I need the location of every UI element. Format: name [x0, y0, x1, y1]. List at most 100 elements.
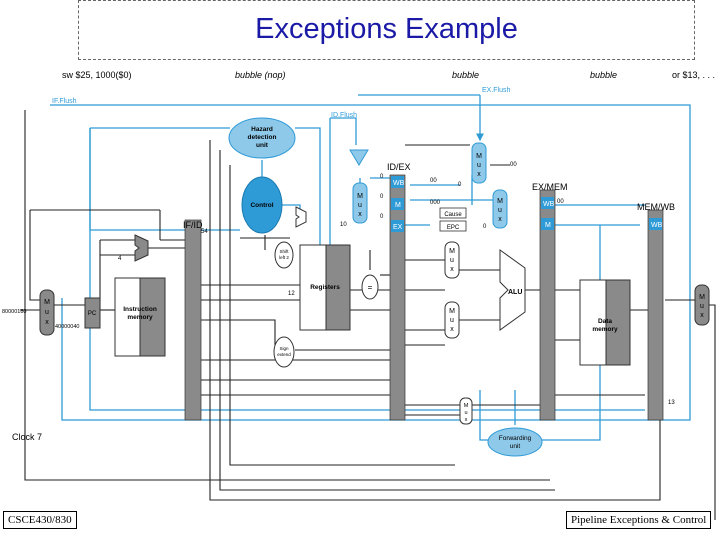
- idex-wb-box: [391, 176, 404, 188]
- wb-mux-u: u: [700, 303, 704, 310]
- control-unit: [241, 176, 283, 234]
- val-000: 000: [430, 200, 441, 206]
- alu-mux-b: [444, 301, 460, 339]
- alu-mux-b-m: M: [449, 308, 455, 315]
- control-mux-u: u: [358, 202, 362, 209]
- ifid-label: IF/ID: [183, 220, 203, 230]
- idex-m-box: [391, 198, 404, 210]
- shift-line-2: left 2: [279, 255, 289, 260]
- sign-line-2: extend: [277, 352, 291, 357]
- idex-wb-text: WB: [393, 180, 405, 187]
- id-flush-label: ID.Flush: [331, 112, 357, 119]
- ex-flush-mux-u: u: [477, 162, 481, 169]
- forwarding-unit: [487, 427, 543, 457]
- forwarding-line-2: unit: [510, 443, 521, 450]
- regdst-mux-u: u: [464, 410, 467, 416]
- idex-m-text: M: [395, 202, 401, 209]
- ex-flush-mux: [471, 142, 487, 184]
- instr-or: or $13, . . .: [672, 70, 715, 80]
- instruction-memory-shade: [139, 277, 166, 357]
- branch-adder: [295, 206, 307, 228]
- control-mux-m: M: [357, 193, 363, 200]
- alu-text: ALU: [508, 289, 522, 296]
- footer-course: CSCE430/830: [3, 511, 77, 529]
- cause-register: [439, 207, 467, 219]
- data-memory-shade: [605, 279, 631, 366]
- ex-flush-label: EX.Flush: [482, 87, 511, 94]
- regdst-mux: [459, 397, 473, 425]
- memwb-label: MEM/WB: [637, 202, 675, 212]
- control-mux: [352, 182, 368, 224]
- val-0-c: 0: [380, 214, 384, 220]
- exmem-wb-box: [541, 197, 554, 209]
- val-0-mem: 0: [483, 224, 487, 230]
- val-00-ex: 00: [510, 162, 517, 168]
- exmem-label: EX/MEM: [532, 182, 568, 192]
- mem-flush-mux: [492, 189, 508, 229]
- cause-text: Cause: [444, 212, 462, 218]
- alu-mux-b-u: u: [450, 317, 454, 324]
- pc-mux-u: u: [45, 309, 49, 316]
- sign-line-1: Sign: [279, 346, 289, 351]
- data-mem-line-1: Data: [598, 318, 612, 325]
- pc-adder: [134, 234, 149, 262]
- hazard-detection-unit: [228, 117, 296, 159]
- mem-flush-mux-x: x: [498, 216, 502, 223]
- memwb-wb-box: [649, 218, 662, 230]
- memwb-wb-text: WB: [651, 222, 663, 229]
- epc-text: EPC: [447, 225, 460, 231]
- val-12: 12: [288, 291, 295, 297]
- pc-text: PC: [88, 311, 97, 317]
- val-0-a: 0: [380, 174, 384, 180]
- exmem-register: [539, 189, 556, 421]
- val-54: 54: [201, 229, 208, 235]
- compare-unit: [361, 274, 379, 300]
- idex-ex-text: EX: [393, 224, 403, 231]
- hazard-line-3: unit: [256, 142, 269, 149]
- shift-left-2: [274, 241, 294, 269]
- val-00-mem: 00: [557, 199, 564, 205]
- hazard-line-2: detection: [248, 134, 277, 141]
- title-frame: Exceptions Example: [78, 0, 695, 60]
- regdst-mux-x: x: [465, 417, 468, 423]
- val-10: 10: [340, 222, 347, 228]
- instr-bubble-2: bubble: [590, 70, 617, 80]
- data-mem-line-2: memory: [592, 326, 618, 333]
- ex-flush-mux-x: x: [477, 171, 481, 178]
- addr-80000180: 80000180: [2, 309, 26, 315]
- alu: [499, 249, 526, 331]
- pc-mux-x: x: [45, 319, 49, 326]
- memwb-register: [647, 209, 664, 421]
- sign-extend: [273, 336, 295, 368]
- mem-flush-mux-m: M: [497, 198, 503, 205]
- exmem-wb-text: WB: [543, 201, 555, 208]
- register-file-shade: [325, 244, 351, 331]
- idex-ex-box: [391, 220, 404, 232]
- data-lines: [20, 110, 716, 520]
- control-mux-x: x: [358, 211, 362, 218]
- idex-label: ID/EX: [387, 162, 411, 172]
- control-text: Control: [250, 202, 273, 209]
- regdst-mux-m: M: [464, 403, 469, 409]
- instr-bubble-nop: bubble (nop): [235, 70, 286, 80]
- alu-mux-a-x: x: [450, 266, 454, 273]
- pc-register: [84, 297, 101, 329]
- idex-register: [389, 174, 406, 421]
- addr-40000040: 40000040: [55, 324, 79, 330]
- instr-bubble-1: bubble: [452, 70, 479, 80]
- wb-mux: [694, 284, 710, 326]
- compare-text: =: [368, 283, 373, 292]
- val-0-ex: 0: [458, 182, 462, 188]
- shift-line-1: Shift: [279, 249, 289, 254]
- if-flush-label: IF.Flush: [52, 98, 77, 105]
- wb-mux-m: M: [699, 294, 705, 301]
- instr-mem-line-1: Instruction: [123, 306, 157, 313]
- pc-mux: [39, 289, 55, 336]
- exmem-m-text: M: [545, 222, 551, 229]
- forwarding-line-1: Forwarding: [499, 435, 532, 442]
- footer-topic: Pipeline Exceptions & Control: [566, 511, 712, 529]
- wb-mux-x: x: [700, 312, 704, 319]
- alu-mux-a-m: M: [449, 248, 455, 255]
- alu-mux-a: [444, 241, 460, 279]
